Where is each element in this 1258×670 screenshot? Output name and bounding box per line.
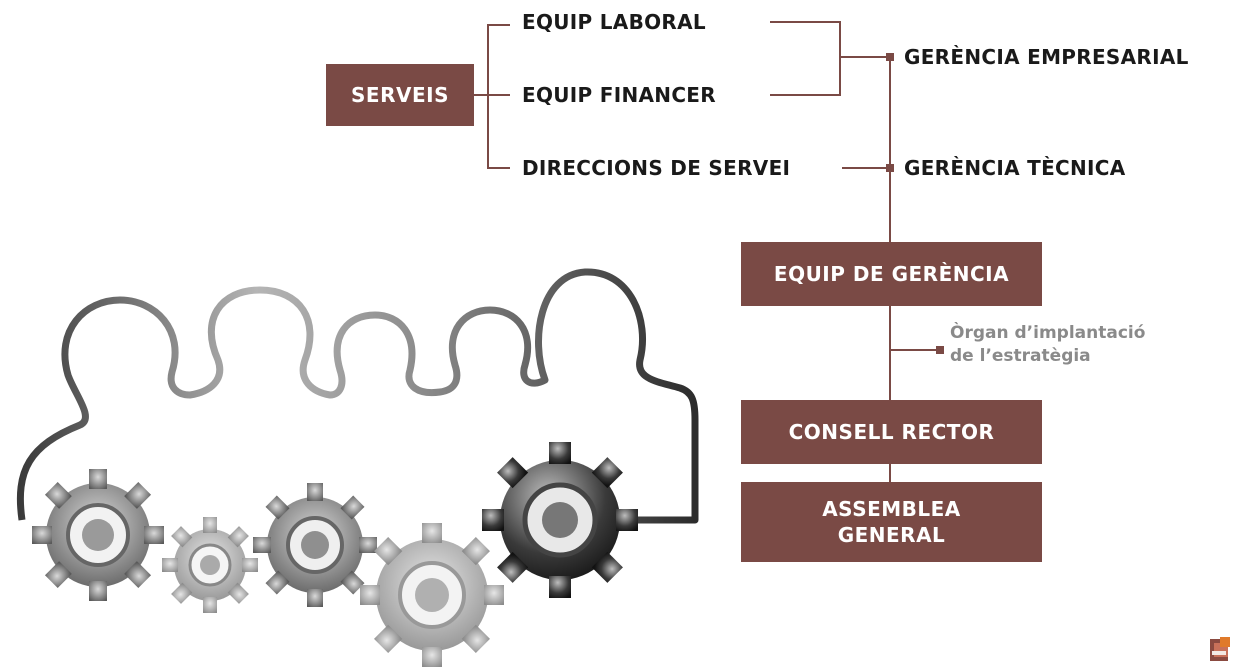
organ-implantacio-note: Òrgan d’implantació de l’estratègia <box>950 322 1145 368</box>
assemblea-label-line1: ASSEMBLEA <box>822 497 961 521</box>
consell-rector-box: CONSELL RECTOR <box>741 400 1042 464</box>
gerencia-empresarial-label: GERÈNCIA EMPRESARIAL <box>904 45 1189 69</box>
people-gears-illustration <box>16 268 699 667</box>
connector-node <box>886 53 894 61</box>
gear-icon <box>162 517 258 613</box>
equip-laboral-label: EQUIP LABORAL <box>522 10 706 34</box>
assemblea-label-line2: GENERAL <box>837 523 946 547</box>
connector-node <box>886 164 894 172</box>
serveis-label: SERVEIS <box>351 83 449 107</box>
logo-icon <box>1210 637 1230 661</box>
note-line1: Òrgan d’implantació <box>950 323 1146 343</box>
gerencia-tecnica-label: GERÈNCIA TÈCNICA <box>904 156 1126 180</box>
equip-gerencia-box: EQUIP DE GERÈNCIA <box>741 242 1042 306</box>
connector-node <box>936 346 944 354</box>
gear-icon <box>32 469 164 601</box>
consell-rector-label: CONSELL RECTOR <box>788 420 995 444</box>
equip-financer-label: EQUIP FINANCER <box>522 83 716 107</box>
gear-icon <box>360 523 504 667</box>
assemblea-general-box: ASSEMBLEA GENERAL <box>741 482 1042 562</box>
serveis-box: SERVEIS <box>326 64 474 126</box>
gear-icon <box>482 442 638 598</box>
equip-gerencia-label: EQUIP DE GERÈNCIA <box>773 262 1010 286</box>
gear-icon <box>253 483 377 607</box>
note-line2: de l’estratègia <box>950 345 1091 366</box>
direccions-servei-label: DIRECCIONS DE SERVEI <box>522 156 791 180</box>
